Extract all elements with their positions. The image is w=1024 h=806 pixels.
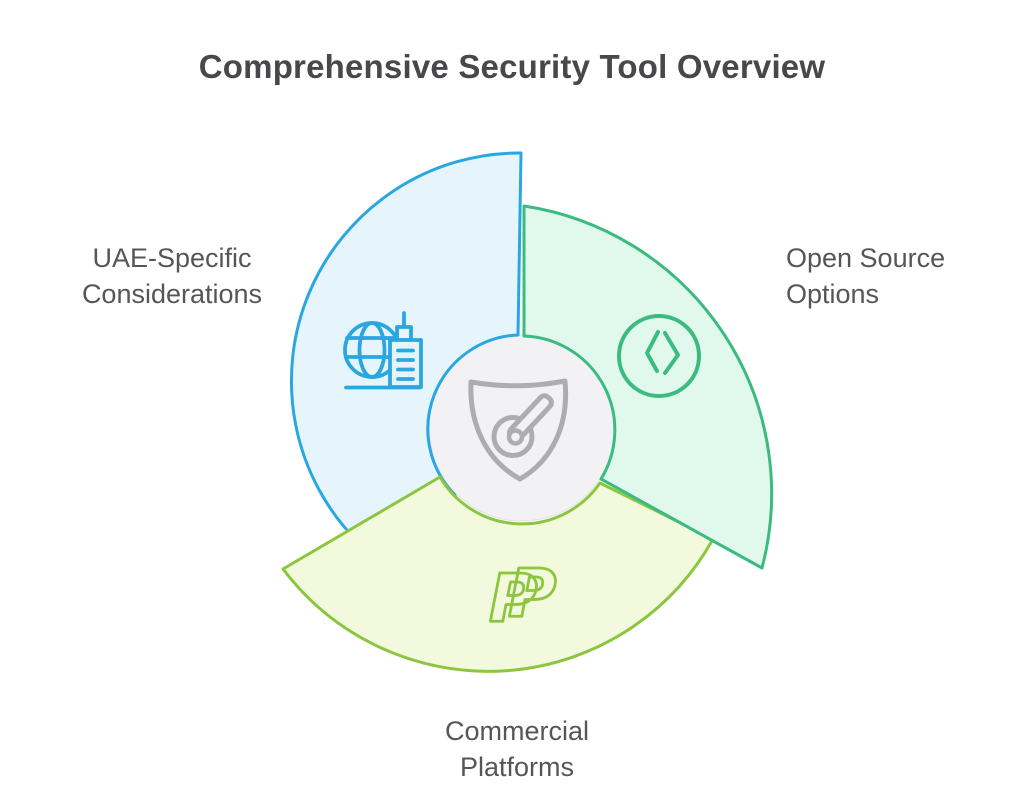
paypal-p-front: P xyxy=(489,560,537,637)
label-line: Commercial xyxy=(444,716,590,746)
code-gem-icon xyxy=(617,314,701,398)
label-line: UAE-Specific xyxy=(92,243,252,273)
label-commercial-platforms: Commercial Platforms xyxy=(392,713,642,785)
label-uae-specific-considerations: UAE-Specific Considerations xyxy=(32,240,312,312)
globe-building-icon xyxy=(343,311,423,390)
paypal-icon: P P xyxy=(488,554,558,639)
label-line: Platforms xyxy=(459,752,575,782)
globe-meridian xyxy=(357,321,387,379)
shield-outline xyxy=(468,378,569,482)
shield-gauge-icon xyxy=(468,378,569,482)
code-gem-circle xyxy=(617,314,701,398)
wedge-commercial xyxy=(281,475,715,673)
label-open-source-options: Open Source Options xyxy=(786,240,1016,312)
label-line: Open Source xyxy=(786,243,946,273)
label-line: Considerations xyxy=(81,279,263,309)
building-antenna-base xyxy=(395,325,413,342)
label-line: Options xyxy=(786,279,880,309)
page-title: Comprehensive Security Tool Overview xyxy=(198,48,826,85)
paypal-p-back: P xyxy=(508,555,556,632)
wedge-opensource xyxy=(522,204,774,570)
bracket-right xyxy=(663,331,680,375)
gauge-pivot xyxy=(506,428,525,446)
bracket-left xyxy=(645,330,660,373)
